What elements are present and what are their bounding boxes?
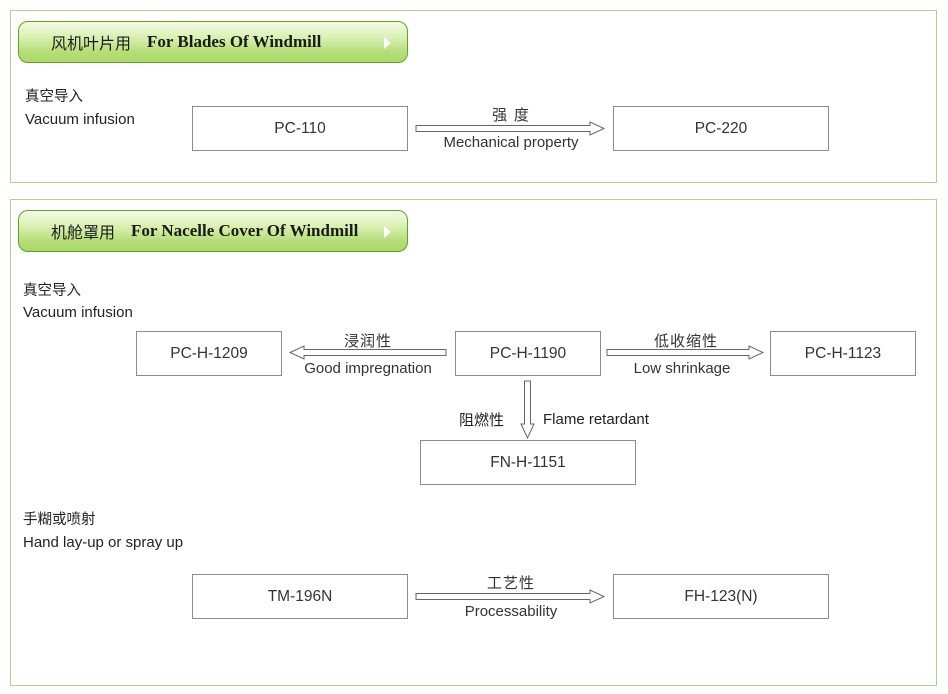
arrow-label-cn: 浸润性 <box>343 332 392 350</box>
arrow-label-cn: 阻燃性 <box>459 411 505 429</box>
play-arrow-icon <box>384 226 391 238</box>
resin-box-pc-110: PC-110 <box>192 106 408 151</box>
blades-header-en: For Blades Of Windmill <box>147 32 322 51</box>
method-label-cn: 真空导入 <box>25 89 83 105</box>
method-label-en: Hand lay-up or spray up <box>23 534 184 551</box>
arrow-label-en: Low shrinkage <box>633 360 731 377</box>
arrow-label-cn: 强 度 <box>492 106 530 124</box>
right-arrow-icon <box>415 121 606 136</box>
method-label-en: Vacuum infusion <box>25 111 135 128</box>
nacelle-header-cn: 机舱罩用 <box>51 223 116 242</box>
right-arrow-icon <box>606 345 765 360</box>
resin-box-pc-h-1123: PC-H-1123 <box>770 331 916 376</box>
nacelle-header-en: For Nacelle Cover Of Windmill <box>131 221 359 240</box>
play-arrow-icon <box>384 37 391 49</box>
resin-box-pc-220: PC-220 <box>613 106 829 151</box>
resin-box-pc-h-1190: PC-H-1190 <box>455 331 601 376</box>
arrow-label-cn: 低收缩性 <box>653 332 718 350</box>
resin-box-tm-196n: TM-196N <box>192 574 408 619</box>
method-label-cn: 手糊或喷射 <box>23 512 96 528</box>
down-arrow-icon <box>520 380 535 440</box>
resin-box-pc-h-1209: PC-H-1209 <box>136 331 282 376</box>
resin-box-fn-h-1151: FN-H-1151 <box>420 440 636 485</box>
method-label-en: Vacuum infusion <box>23 304 133 321</box>
right-arrow-icon <box>415 589 606 604</box>
resin-box-fh-123n: FH-123(N) <box>613 574 829 619</box>
arrow-label-en: Processability <box>464 603 558 620</box>
method-label-cn: 真空导入 <box>23 283 81 299</box>
blades-header-cn: 风机叶片用 <box>51 34 132 53</box>
arrow-label-en: Good impregnation <box>304 360 432 377</box>
arrow-label-cn: 工艺性 <box>486 574 535 592</box>
nacelle-section-header: 机舱罩用 For Nacelle Cover Of Windmill <box>18 210 408 252</box>
blades-section-header: 风机叶片用 For Blades Of Windmill <box>18 21 408 63</box>
left-arrow-icon <box>288 345 447 360</box>
arrow-label-en: Flame retardant <box>543 411 649 428</box>
arrow-label-en: Mechanical property <box>443 134 579 151</box>
